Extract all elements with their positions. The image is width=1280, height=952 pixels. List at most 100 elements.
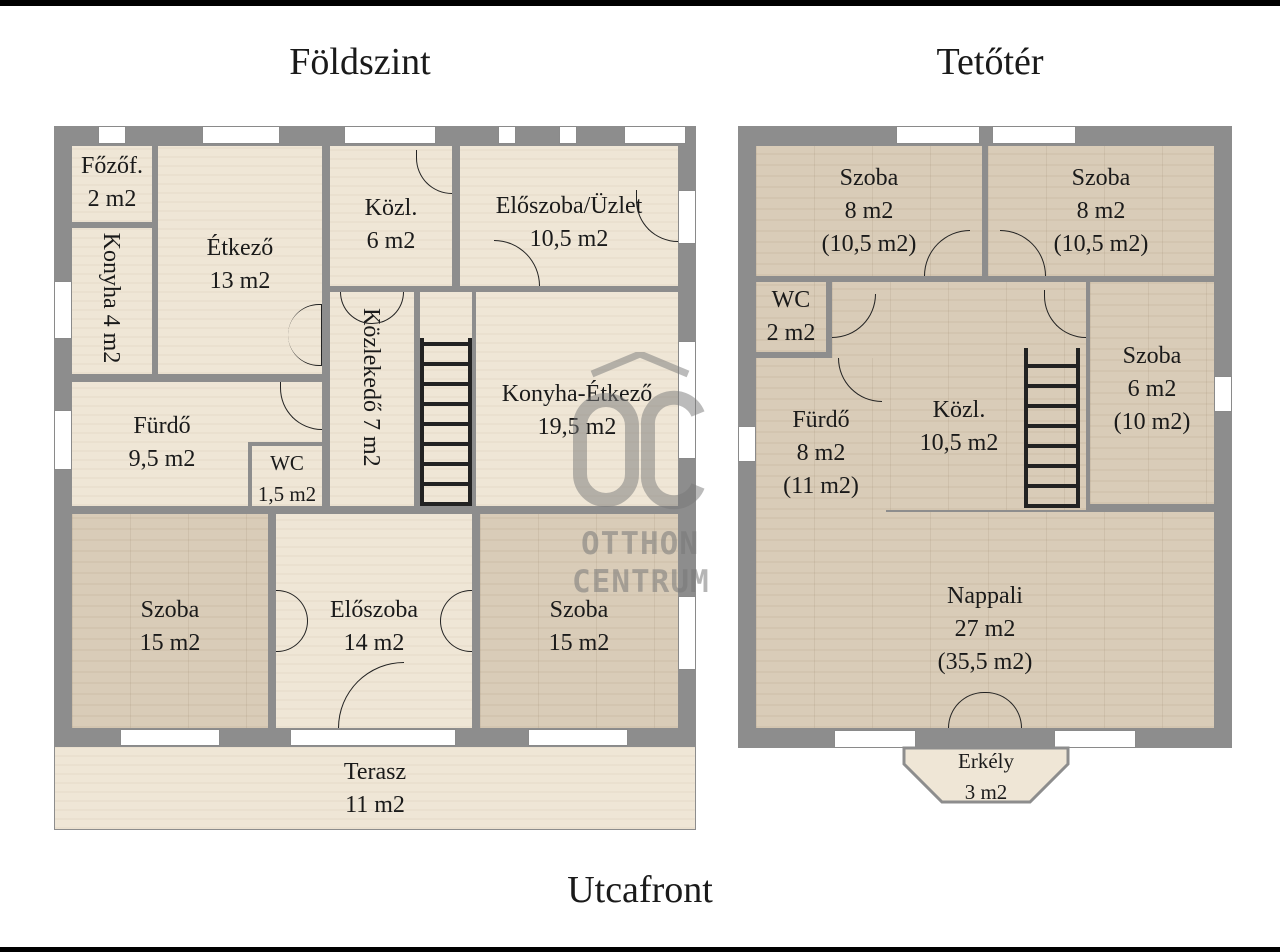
- room-szoba-left: Szoba 15 m2: [72, 514, 268, 728]
- room-area: 2 m2: [766, 320, 816, 346]
- room-szoba-attic-tl: Szoba 8 m2 (10,5 m2): [756, 146, 982, 276]
- staircase: [420, 292, 472, 506]
- room-szoba-attic-tr: Szoba 8 m2 (10,5 m2): [988, 146, 1214, 276]
- window: [992, 126, 1076, 144]
- stairs-icon: [420, 338, 472, 506]
- door-swing: [832, 294, 876, 338]
- room-area: 8 m2: [796, 440, 846, 466]
- window: [290, 729, 456, 746]
- room-area: 15 m2: [139, 630, 201, 656]
- window: [98, 126, 126, 144]
- room-szoba-right: Szoba 15 m2: [480, 514, 678, 728]
- window: [54, 410, 72, 470]
- street-front-label: Utcafront: [567, 869, 713, 911]
- window: [1054, 730, 1136, 748]
- door-swing: [838, 358, 882, 402]
- room-area: 1,5 m2: [257, 482, 317, 506]
- room-terasz: Terasz 11 m2: [54, 746, 696, 830]
- stairs-icon: [1024, 348, 1080, 508]
- door-swing: [416, 150, 452, 194]
- room-name: Szoba: [839, 165, 899, 191]
- room-wc-attic: WC 2 m2: [756, 282, 826, 352]
- ground-floor-heading: Földszint: [289, 41, 431, 83]
- room-area: 9,5 m2: [128, 446, 196, 472]
- room-name: Terasz: [343, 759, 407, 785]
- entrance-door: [338, 662, 404, 728]
- window: [678, 190, 696, 244]
- otthon-centrum-watermark: OTTHON CENTRUM: [572, 352, 710, 602]
- top-border: [0, 0, 1280, 6]
- room-name: Szoba: [1071, 165, 1131, 191]
- window: [498, 126, 516, 144]
- room-area: 8 m2: [1076, 198, 1126, 224]
- room-name: Konyha: [98, 232, 124, 309]
- room-name: WC: [771, 287, 811, 313]
- room-name: Közl.: [364, 195, 418, 221]
- room-furdo-attic: Fürdő 8 m2 (11 m2): [756, 358, 886, 532]
- double-door: [340, 292, 404, 324]
- room-total-area: (10 m2): [1113, 409, 1191, 435]
- room-name: Szoba: [549, 597, 609, 623]
- room-szoba-attic-r: Szoba 6 m2 (10 m2): [1090, 282, 1214, 504]
- room-area: 11 m2: [345, 792, 405, 818]
- room-name: WC: [270, 451, 304, 475]
- attic-heading: Tetőtér: [936, 41, 1044, 83]
- room-name: Szoba: [1122, 343, 1182, 369]
- room-name: Fürdő: [133, 413, 191, 439]
- room-name: Erkély: [958, 749, 1014, 773]
- window: [1214, 376, 1232, 412]
- room-area: 27 m2: [954, 616, 1016, 642]
- window: [834, 730, 916, 748]
- room-name: Szoba: [140, 597, 200, 623]
- room-area: 3 m2: [964, 780, 1008, 804]
- erkely-label: Erkély 3 m2: [900, 746, 1072, 808]
- room-area: 2 m2: [87, 186, 137, 212]
- room-erkely: [902, 746, 1070, 804]
- room-total-area: (11 m2): [783, 473, 859, 499]
- room-area: 4 m2: [98, 314, 124, 364]
- room-eloszoba-uzlet: Előszoba/Üzlet 10,5 m2: [460, 146, 678, 286]
- room-area: 14 m2: [343, 630, 405, 656]
- room-area: 8 m2: [844, 198, 894, 224]
- room-wc-ground: WC 1,5 m2: [248, 442, 322, 506]
- room-name: Nappali: [947, 583, 1023, 609]
- room-name: Fürdő: [792, 407, 850, 433]
- room-kozl-attic: Közl. 10,5 m2: [832, 282, 1086, 510]
- ground-floor-plan: Főzőf. 2 m2 Konyha 4 m2 Étkező 13 m2 Köz…: [54, 126, 696, 746]
- room-name: Főzőf.: [81, 153, 143, 179]
- room-konyha-etkezo: Konyha-Étkező 19,5 m2: [476, 292, 678, 506]
- room-kozlekedo: Közlekedő 7 m2: [330, 292, 414, 506]
- window: [678, 596, 696, 670]
- room-area: 6 m2: [1127, 376, 1177, 402]
- room-etkezo: Étkező 13 m2: [158, 146, 322, 374]
- room-konyha: Konyha 4 m2: [72, 228, 152, 374]
- room-name: Étkező: [206, 235, 274, 261]
- watermark-line2: CENTRUM: [572, 564, 710, 600]
- watermark-line1: OTTHON: [581, 526, 699, 562]
- room-area: 6 m2: [366, 228, 416, 254]
- room-furdo-ground: Fürdő 9,5 m2: [72, 382, 322, 506]
- room-total-area: (10,5 m2): [1053, 231, 1149, 257]
- room-name: Közl.: [932, 397, 986, 423]
- window: [528, 729, 628, 746]
- oc-logo-icon: [573, 352, 705, 510]
- window: [559, 126, 577, 144]
- room-area: 13 m2: [209, 268, 271, 294]
- room-eloszoba: Előszoba 14 m2: [276, 514, 472, 728]
- window: [624, 126, 686, 144]
- room-nappali: Nappali 27 m2 (35,5 m2): [756, 512, 1214, 728]
- room-name: Előszoba/Üzlet: [495, 193, 643, 219]
- window: [120, 729, 220, 746]
- window: [738, 426, 756, 462]
- room-fozof: Főzőf. 2 m2: [72, 146, 152, 222]
- window: [896, 126, 980, 144]
- room-area: 10,5 m2: [529, 226, 609, 252]
- balcony-double-door: [948, 692, 1022, 728]
- room-kozl-ground: Közl. 6 m2: [330, 146, 452, 286]
- double-door: [288, 304, 322, 366]
- window: [54, 281, 72, 339]
- room-total-area: (10,5 m2): [821, 231, 917, 257]
- room-area: 10,5 m2: [919, 430, 999, 456]
- room-area: 15 m2: [548, 630, 610, 656]
- room-name: Előszoba: [330, 597, 418, 623]
